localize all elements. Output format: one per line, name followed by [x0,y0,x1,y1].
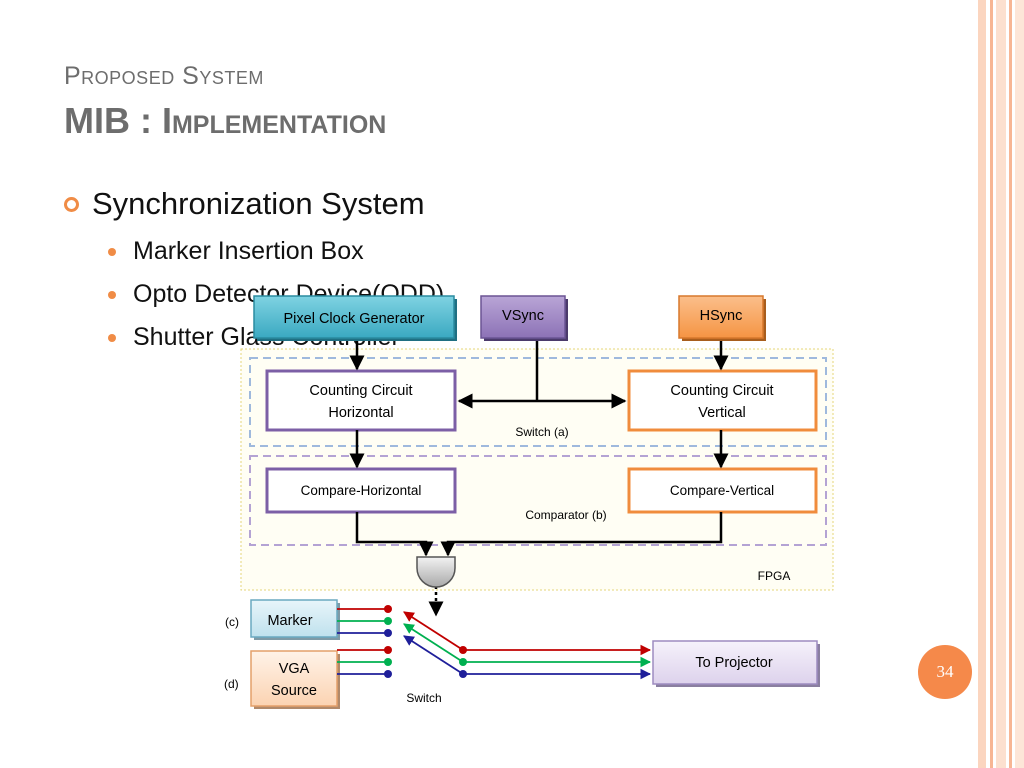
connector-lines [349,341,729,617]
compare-vertical-block: Compare-Vertical [627,467,818,514]
marker-label: Marker [267,613,312,629]
hsync-label: HSync [700,308,743,324]
bullet-ring-icon [64,197,79,212]
counting-horizontal-block: Counting Circuit Horizontal [265,369,457,432]
bullet-dot-icon [108,291,116,299]
decorative-stripes [978,0,1024,768]
compare-v-label: Compare-Vertical [670,483,774,498]
to-projector-label: To Projector [695,655,773,671]
pixel-clock-block: Pixel Clock Generator [253,295,457,341]
label-c: (c) [225,615,239,629]
counting-h-line2: Horizontal [328,405,393,421]
vga-line1: VGA [279,661,310,677]
vsync-label: VSync [502,308,544,324]
compare-h-label: Compare-Horizontal [301,483,422,498]
switch-a-label: Switch (a) [515,425,568,439]
bullet-level1: Synchronization System [92,186,425,221]
signal-dots [384,605,467,678]
counting-vertical-block: Counting Circuit Vertical [627,369,818,432]
slide-title-line1: Proposed System [64,62,264,90]
pixel-clock-label: Pixel Clock Generator [283,311,424,327]
counting-h-line1: Counting Circuit [309,383,412,399]
comparator-b-label: Comparator (b) [525,508,606,522]
page-number-badge: 34 [918,645,972,699]
fpga-label: FPGA [758,569,791,583]
vsync-block: VSync [480,295,568,341]
vga-line2: Source [271,683,317,699]
stripe [1009,0,1012,768]
marker-block: Marker [250,599,340,640]
stripe [1015,0,1024,768]
stripe [990,0,993,768]
hsync-block: HSync [678,295,766,341]
slide-title-line2: MIB : Implementation [64,100,387,141]
compare-horizontal-block: Compare-Horizontal [265,467,457,514]
comparator-b-region [249,455,827,546]
signal-lines [337,608,652,680]
to-projector-block: To Projector [652,640,820,687]
counting-v-line1: Counting Circuit [670,383,773,399]
bullet-level2-item: Marker Insertion Box [133,237,364,265]
stripe [996,0,1006,768]
switch-label: Switch [406,691,441,705]
bullet-dot-icon [108,248,116,256]
stripe [978,0,986,768]
label-d: (d) [224,677,239,691]
vga-source-block: VGA Source [250,650,340,709]
and-gate-icon [416,556,456,588]
counting-v-line2: Vertical [698,405,746,421]
bullet-dot-icon [108,334,116,342]
